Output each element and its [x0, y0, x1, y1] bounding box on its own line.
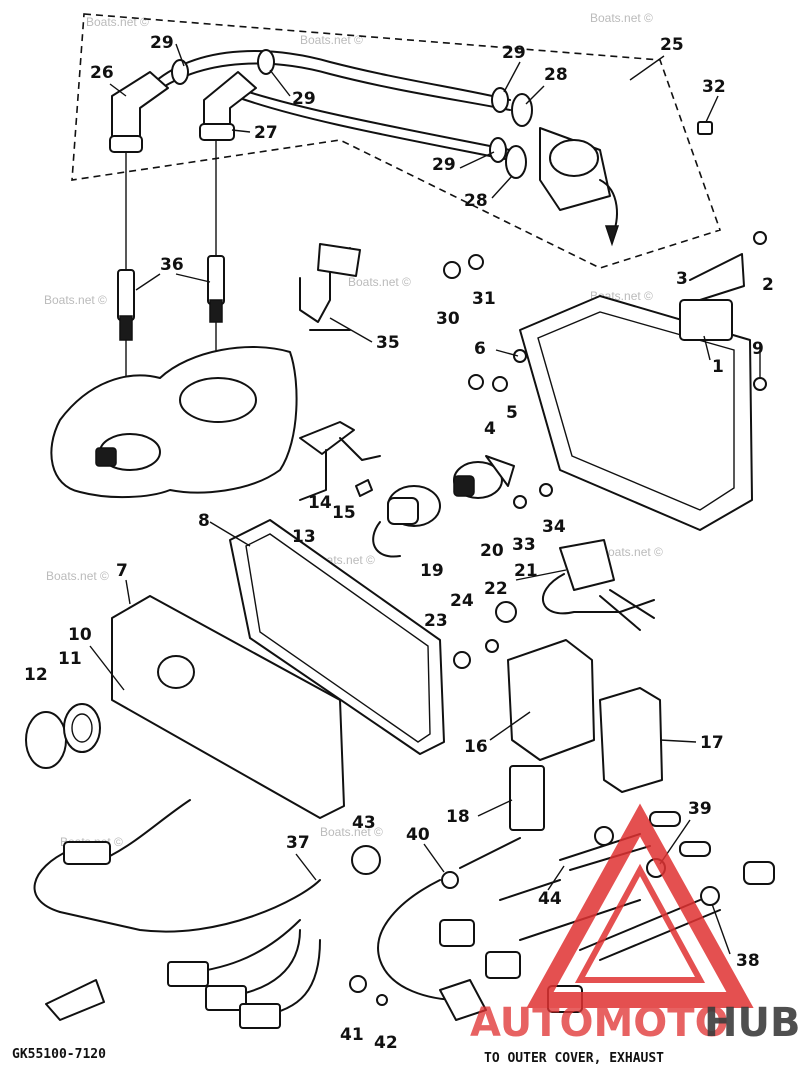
watermark-text: Boats.net ©	[320, 825, 383, 839]
callout-42: 42	[374, 1033, 398, 1053]
callout-labels: 1 2 3 4 5 6 7 8 9 10 11 12 13 14 15 16 1…	[24, 33, 774, 1053]
logo-text-hub: HUB	[704, 1000, 800, 1046]
callout-26: 26	[90, 63, 114, 83]
callout-25: 25	[660, 35, 684, 55]
callout-14: 14	[308, 493, 332, 513]
callout-35: 35	[376, 333, 400, 353]
cylinder-head	[50, 346, 298, 499]
callout-38: 38	[736, 951, 760, 971]
callout-13: 13	[292, 527, 316, 547]
collar-32	[697, 121, 713, 135]
callout-8: 8	[198, 511, 210, 531]
watermark-text: Boats.net ©	[44, 293, 107, 307]
callout-34: 34	[542, 517, 566, 537]
callout-12: 12	[24, 665, 48, 685]
callout-21: 21	[514, 561, 538, 581]
leader-lines	[89, 43, 761, 955]
watermark-text: Boats.net ©	[46, 569, 109, 583]
bracket-1	[679, 299, 733, 341]
watermark-text: Boats.net ©	[348, 275, 411, 289]
callout-28a: 28	[544, 65, 568, 85]
callout-9: 9	[752, 339, 764, 359]
diagram-code: GK55100-7120	[12, 1047, 106, 1062]
sensor-components	[453, 539, 655, 669]
callout-27: 27	[254, 123, 278, 143]
callout-40: 40	[406, 825, 430, 845]
electrical-cover-7	[111, 595, 345, 819]
callout-29b: 29	[292, 89, 316, 109]
callout-5: 5	[506, 403, 518, 423]
callout-6: 6	[474, 339, 486, 359]
callout-3: 3	[676, 269, 688, 289]
callout-17: 17	[700, 733, 724, 753]
automotohub-logo: AUTOMOTO HUB	[470, 803, 800, 1046]
callout-23: 23	[424, 611, 448, 631]
watermark-text: Boats.net ©	[600, 545, 663, 559]
callout-28b: 28	[464, 191, 488, 211]
cdi-unit-16	[507, 639, 595, 761]
callout-16: 16	[464, 737, 488, 757]
callout-43: 43	[352, 813, 376, 833]
callout-29a: 29	[150, 33, 174, 53]
watermark-text: Boats.net ©	[590, 11, 653, 25]
callout-32: 32	[702, 77, 726, 97]
callout-10: 10	[68, 625, 92, 645]
ignition-coil-assembly	[109, 49, 713, 247]
gasket-8	[229, 519, 445, 755]
cdi-and-relay	[507, 639, 663, 831]
callout-15: 15	[332, 503, 356, 523]
callout-4: 4	[484, 419, 496, 439]
callout-39: 39	[688, 799, 712, 819]
callout-2: 2	[762, 275, 774, 295]
callout-31: 31	[472, 289, 496, 309]
logo-text-auto: AUTOMOTO	[470, 1000, 729, 1046]
callout-29c: 29	[502, 43, 526, 63]
watermark-text: Boats.net ©	[300, 33, 363, 47]
callout-7: 7	[116, 561, 128, 581]
callout-30: 30	[436, 309, 460, 329]
callout-44: 44	[538, 889, 562, 909]
bracket-17	[599, 687, 663, 793]
callout-36: 36	[160, 255, 184, 275]
callout-18: 18	[446, 807, 470, 827]
callout-20: 20	[480, 541, 504, 561]
callout-37: 37	[286, 833, 310, 853]
plug-cap-26	[111, 71, 169, 141]
callout-24: 24	[450, 591, 474, 611]
callout-22: 22	[484, 579, 508, 599]
mounting-plate	[443, 231, 767, 531]
exhaust-note: TO OUTER COVER, EXHAUST	[484, 1051, 664, 1066]
callout-11: 11	[58, 649, 82, 669]
callout-33: 33	[512, 535, 536, 555]
rectifier-18	[509, 765, 545, 831]
callout-19: 19	[420, 561, 444, 581]
wire-lead-37	[33, 799, 321, 1029]
cap-parts	[25, 703, 101, 769]
watermark-text: Boats.net ©	[86, 15, 149, 29]
callout-41: 41	[340, 1025, 364, 1045]
callout-29d: 29	[432, 155, 456, 175]
coil-group-boundary	[71, 13, 722, 269]
callout-1: 1	[712, 357, 724, 377]
pulser-components	[299, 421, 515, 558]
